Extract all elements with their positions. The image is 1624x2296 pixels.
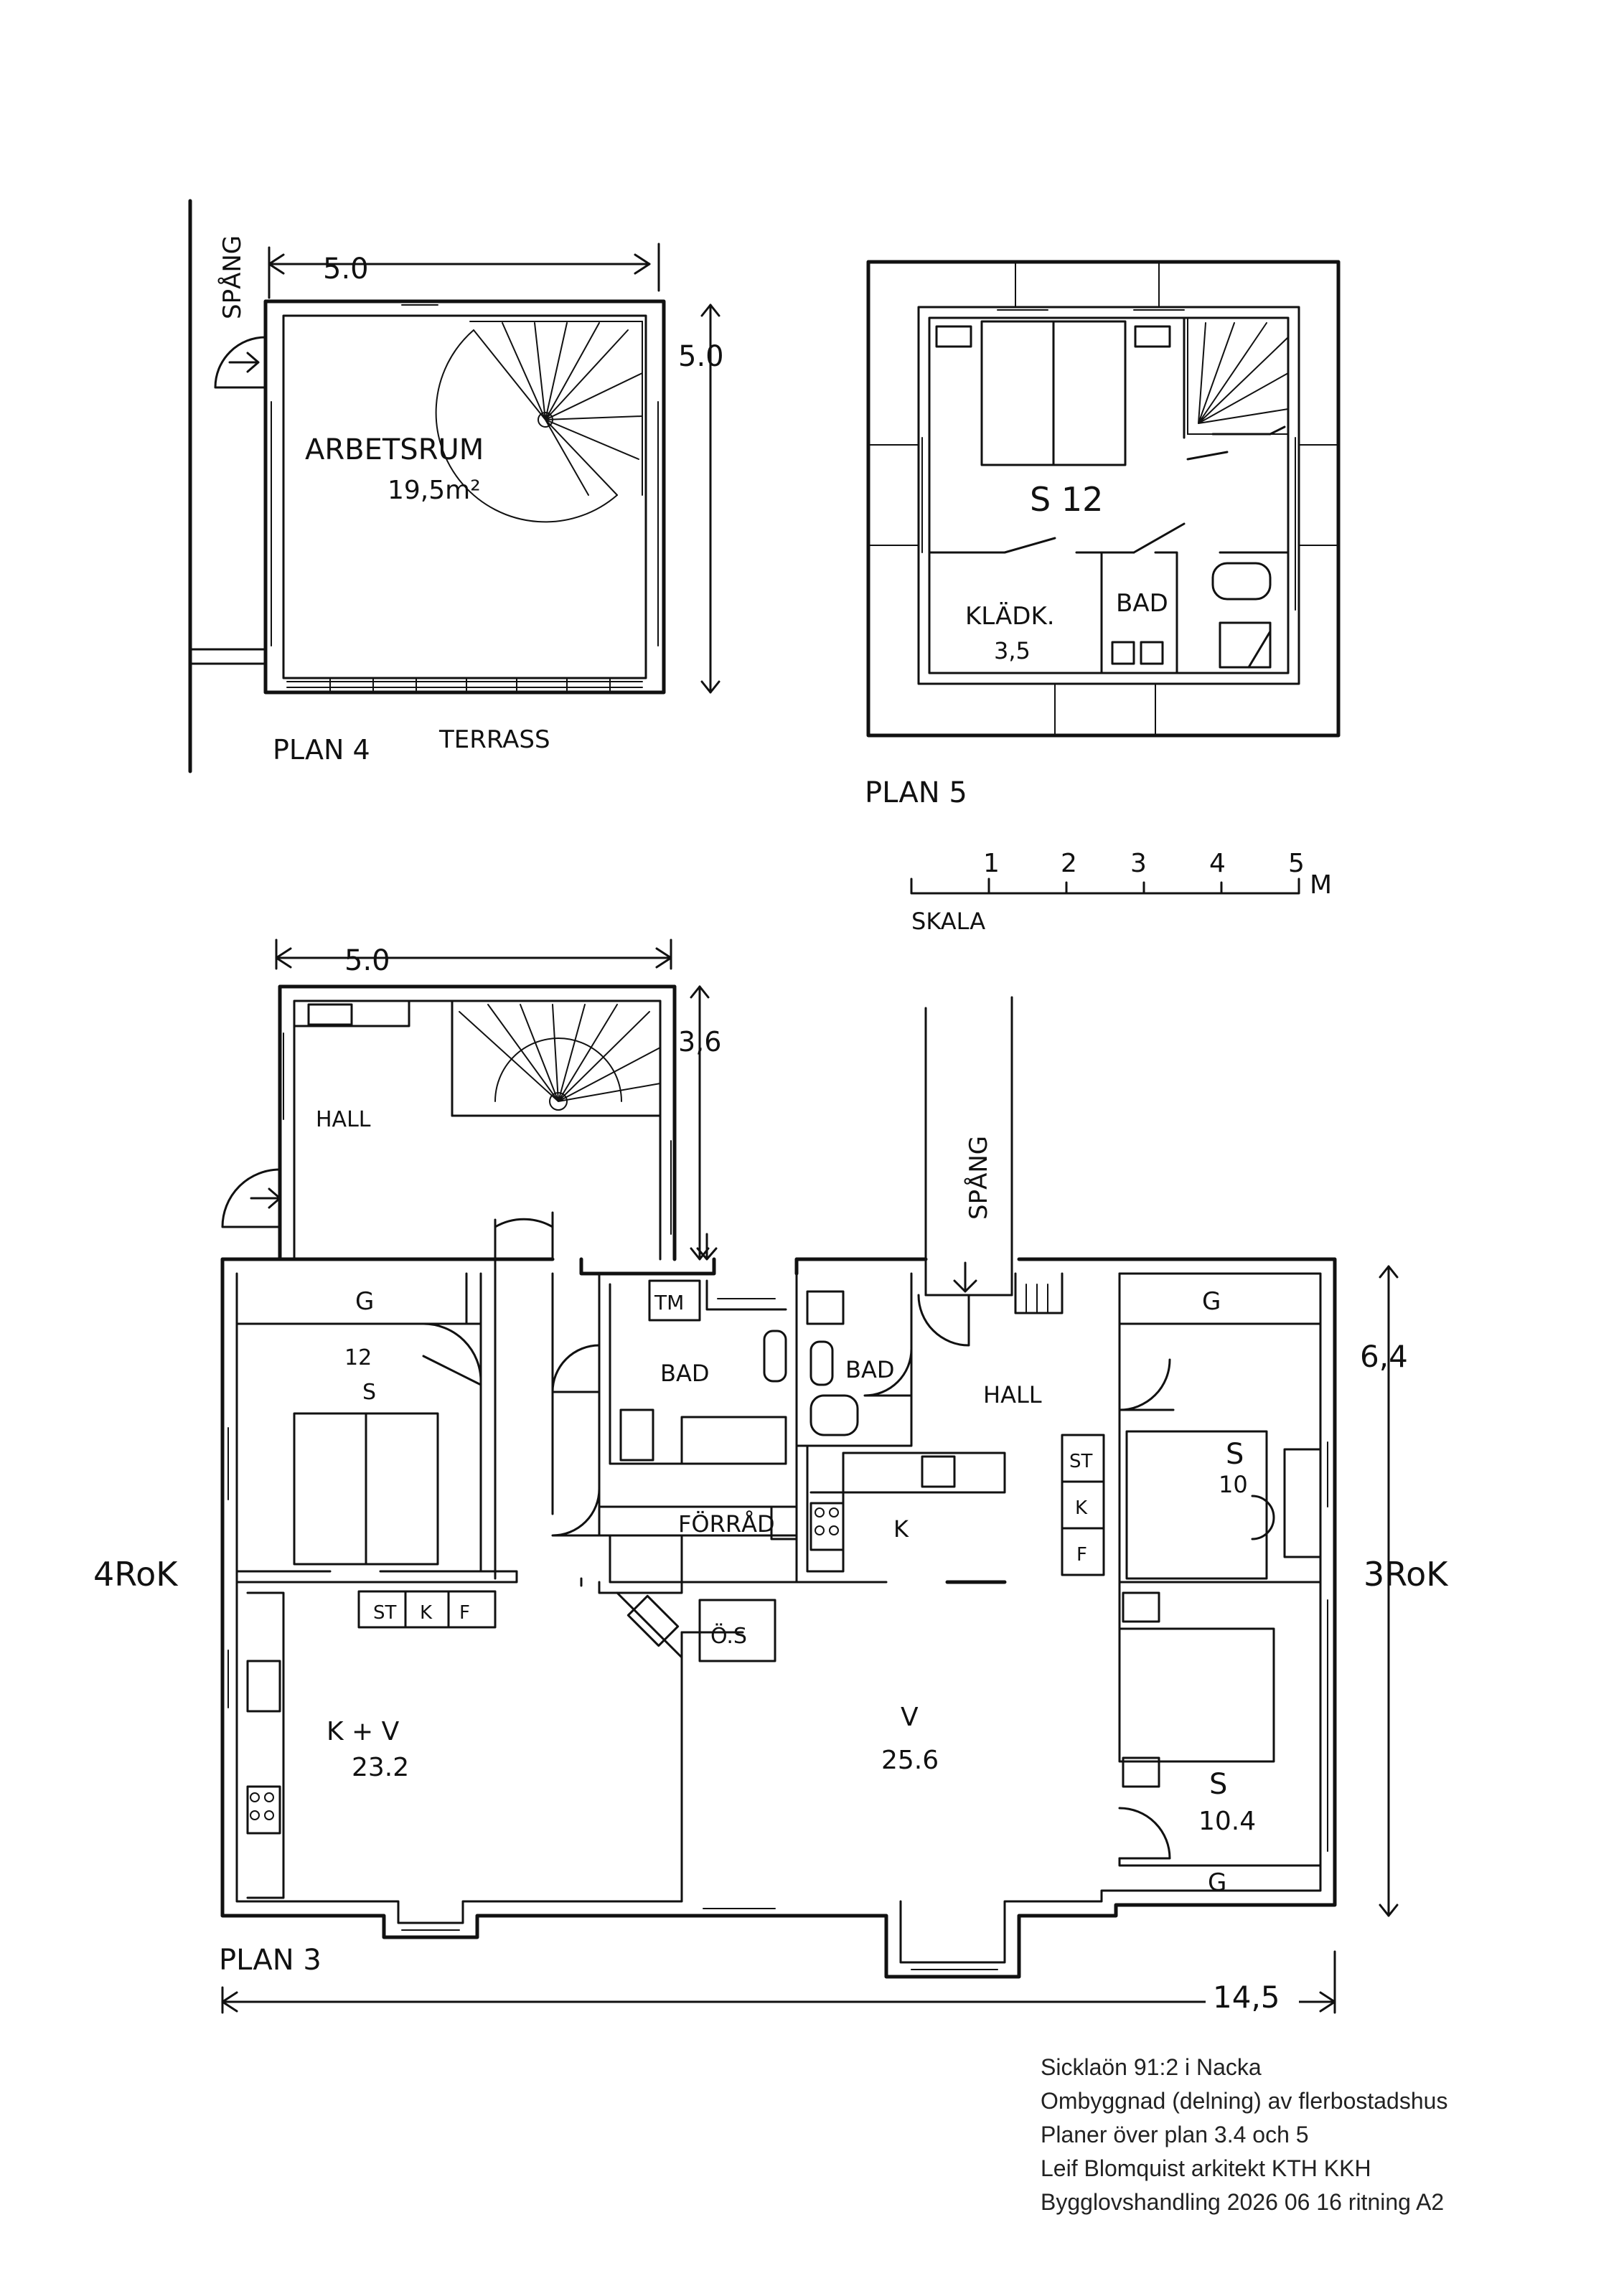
plan4-terrace-label: TERRASS [438,725,550,754]
plan3-dim-stair: 3,6 [678,1026,721,1058]
room-hall-right: HALL [983,1381,1042,1408]
room-s10-number: 10 [1219,1471,1248,1498]
plan4-title: PLAN 4 [273,734,370,766]
room-g-2: G [1202,1287,1221,1316]
scale-tick-4: 4 [1209,849,1226,878]
plan3-dim-right: 6,4 [1360,1339,1408,1374]
scale-unit: M [1310,870,1332,900]
plan-3: 5.0 3,6 6,4 14,5 SPÅNG PLAN 3 4RoK 3RoK … [93,938,1449,2015]
room-os: Ö.S [710,1623,747,1649]
plan4-room-area: 19,5m² [388,476,481,505]
room-s12-letter: S [362,1380,376,1405]
room-g-3: G [1208,1868,1226,1897]
plan4-room-name: ARBETSRUM [305,433,484,466]
room-kv: K + V [327,1717,400,1746]
title-line-5: Bygglovshandling 2026 06 16 ritning A2 [1041,2189,1445,2215]
room-v-area: 25.6 [881,1746,939,1775]
plan4-walkway-label: SPÅNG [217,235,247,319]
plan3-dim-top: 5.0 [344,944,390,977]
room-k-kitchen: K [893,1515,909,1543]
room-v: V [901,1703,919,1732]
room-f-2: F [1076,1544,1087,1566]
scale-tick-2: 2 [1061,849,1077,878]
scale-label: SKALA [911,908,985,935]
room-s10-letter: S [1226,1438,1244,1471]
title-line-1: Sicklaön 91:2 i Nacka [1041,2054,1262,2080]
room-kv-area: 23.2 [352,1753,409,1782]
room-hall-left: HALL [316,1107,371,1132]
plan5-closet-area: 3,5 [994,637,1031,664]
plan3-left-unit: 4RoK [93,1555,179,1594]
room-s12-number: 12 [344,1345,372,1370]
plan4-dim-height: 5.0 [678,340,724,373]
scale-tick-5: 5 [1288,849,1305,878]
room-s104-number: 10.4 [1198,1807,1256,1836]
plan5-title: PLAN 5 [865,776,967,809]
room-f-1: F [459,1602,470,1624]
plan3-walkway-label: SPÅNG [964,1136,993,1220]
room-forrad: FÖRRÅD [678,1510,775,1538]
scale-bar: 1 2 3 4 5 M SKALA [910,849,1332,935]
plan-5: S 12 KLÄDK. 3,5 BAD PLAN 5 [865,260,1341,809]
title-block: Sicklaön 91:2 i Nacka Ombyggnad (delning… [1041,2051,1586,2219]
room-g-1: G [355,1287,374,1316]
plan3-right-unit: 3RoK [1363,1555,1449,1594]
title-line-3: Planer över plan 3.4 och 5 [1041,2122,1309,2147]
room-st-1: ST [373,1602,397,1624]
room-k-1: K [420,1602,433,1624]
scale-tick-3: 3 [1130,849,1147,878]
plan3-dim-bottom: 14,5 [1213,1980,1280,2015]
room-st-2: ST [1069,1451,1093,1472]
title-line-2: Ombyggnad (delning) av flerbostadshus [1041,2088,1448,2114]
plan5-bath-label: BAD [1116,589,1168,618]
plan-4: 5.0 5.0 SPÅNG ARBETSRUM 19,5m² PLAN 4 TE… [188,199,724,773]
room-s104-letter: S [1209,1768,1227,1801]
plan5-bedroom-label: S 12 [1030,480,1103,519]
title-line-4: Leif Blomquist arkitekt KTH KKH [1041,2155,1371,2181]
room-k-2: K [1075,1497,1088,1519]
scale-tick-1: 1 [983,849,1000,878]
room-bad-1: BAD [660,1360,709,1387]
plan4-dim-width: 5.0 [323,253,369,286]
plan5-closet-label: KLÄDK. [965,602,1055,631]
room-bad-2: BAD [845,1356,894,1383]
plan3-title: PLAN 3 [219,1944,321,1977]
room-tm: TM [654,1291,684,1314]
